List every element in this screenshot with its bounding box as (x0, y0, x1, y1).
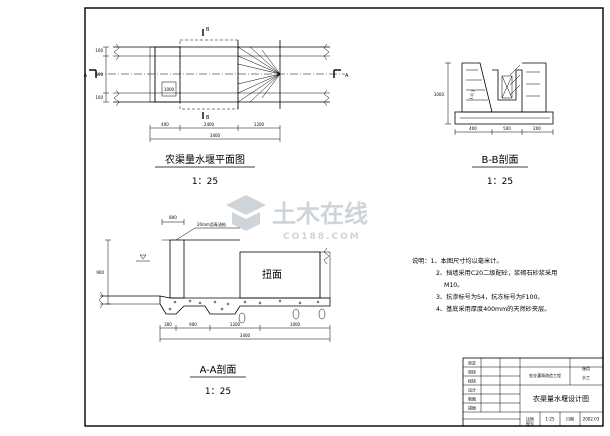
tb-label-5: 制图 (468, 396, 476, 402)
plan-section-mark-b-bottom: B (206, 115, 210, 121)
tb-date-value: 2002.03 (583, 417, 600, 422)
aa-label-joint: 20mm沥青油毡 (197, 221, 226, 227)
aa-dim-bottom-3: 1200 (230, 322, 241, 327)
plan-section-mark-b-top: B (206, 27, 210, 33)
title-block: 审定 审核 校核 设计 制图 描图 农业灌溉改造工程 施用 水工 农渠量水堰设计… (462, 357, 604, 427)
note-line-5: 4、基底采用厚度400mm的天然砂夹层。 (436, 305, 550, 313)
bb-scale: 1：25 (487, 177, 513, 187)
tb-label-3: 校核 (468, 378, 476, 384)
aa-dim-left: 900 (96, 270, 104, 275)
note-line-1: 说明：1、本图尺寸均以毫米计。 (412, 257, 503, 265)
sheet-border (84, 7, 604, 427)
bb-dim-left: 1000 (434, 92, 445, 97)
bb-dim-bottom-3: 200 (533, 126, 541, 131)
note-line-2: 2、挡墙采用C20二级配砼，浆砌石砂浆采用 (436, 269, 557, 277)
plan-inner-dim: 1000 (164, 87, 175, 92)
plan-dim-bottom-total: 3400 (210, 133, 221, 138)
aa-title: A-A剖面 (200, 363, 237, 376)
plan-dim-bottom-3: 1200 (254, 122, 265, 127)
tb-label-4: 设计 (468, 387, 476, 393)
watermark-cn: 土木在线 (272, 200, 368, 228)
plan-dim-left-1: 100 (95, 48, 103, 53)
tb-number-label: 图号 (526, 420, 534, 426)
tb-label-6: 描图 (468, 405, 476, 411)
bb-slope: 1:0.3 (468, 89, 476, 101)
section-bb: 1000 1:0.3 400 500 200 B-B剖面 1：25 (434, 62, 554, 187)
tb-discipline: 水工 (582, 374, 590, 380)
plan-dim-bottom-2: 2400 (204, 122, 215, 127)
aa-label-gate: 扭面 (262, 268, 282, 281)
bb-dim-bottom-1: 400 (469, 126, 477, 131)
tb-drawing-name: 农渠量水堰设计图 (533, 394, 589, 403)
note-line-3: M10。 (444, 282, 463, 289)
design-notes: 说明：1、本图尺寸均以毫米计。 2、挡墙采用C20二级配砼，浆砌石砂浆采用 M1… (412, 257, 557, 313)
bb-title: B-B剖面 (482, 153, 519, 166)
tb-ratio-value: 1:25 (546, 417, 555, 422)
tb-label-2: 审核 (468, 369, 476, 375)
plan-dim-left-2: 500 (95, 72, 103, 77)
aa-dim-bottom-1: 300 (164, 322, 172, 327)
aa-dim-bottom-2: 900 (189, 322, 197, 327)
plan-dim-left-3: 100 (95, 95, 103, 100)
plan-dim-bottom-1: 400 (161, 122, 169, 127)
plan-view-title: 农渠量水堰平面图 (165, 153, 245, 166)
tb-category: 施用 (582, 365, 590, 371)
plan-section-mark-a-right: A (345, 73, 349, 79)
section-aa: 扭面 20mm沥青油毡 800 (96, 215, 331, 397)
watermark-en: CO188.COM (283, 232, 361, 242)
tb-label-1: 审定 (468, 360, 476, 366)
tb-project-name: 农业灌溉改造工程 (529, 372, 561, 378)
tb-ratio-label: 比例 (526, 416, 534, 422)
watermark: 土木在线 CO188.COM (226, 195, 368, 242)
plan-view-scale: 1：25 (192, 177, 218, 187)
aa-scale: 1：25 (205, 387, 231, 397)
plan-section-mark-a-left: A (84, 73, 88, 79)
note-line-4: 3、抗渗标号为S4，抗冻标号为F100。 (436, 293, 544, 301)
aa-dim-bottom-total: 3400 (240, 333, 251, 338)
tb-date-label: 日期 (566, 416, 574, 422)
aa-dim-bottom-4: 1000 (290, 322, 301, 327)
aa-dim-top: 800 (169, 215, 177, 220)
bb-dim-bottom-2: 500 (503, 126, 511, 131)
plan-view: 1000 A A B B 100 500 100 400 2400 1200 3… (84, 27, 349, 187)
